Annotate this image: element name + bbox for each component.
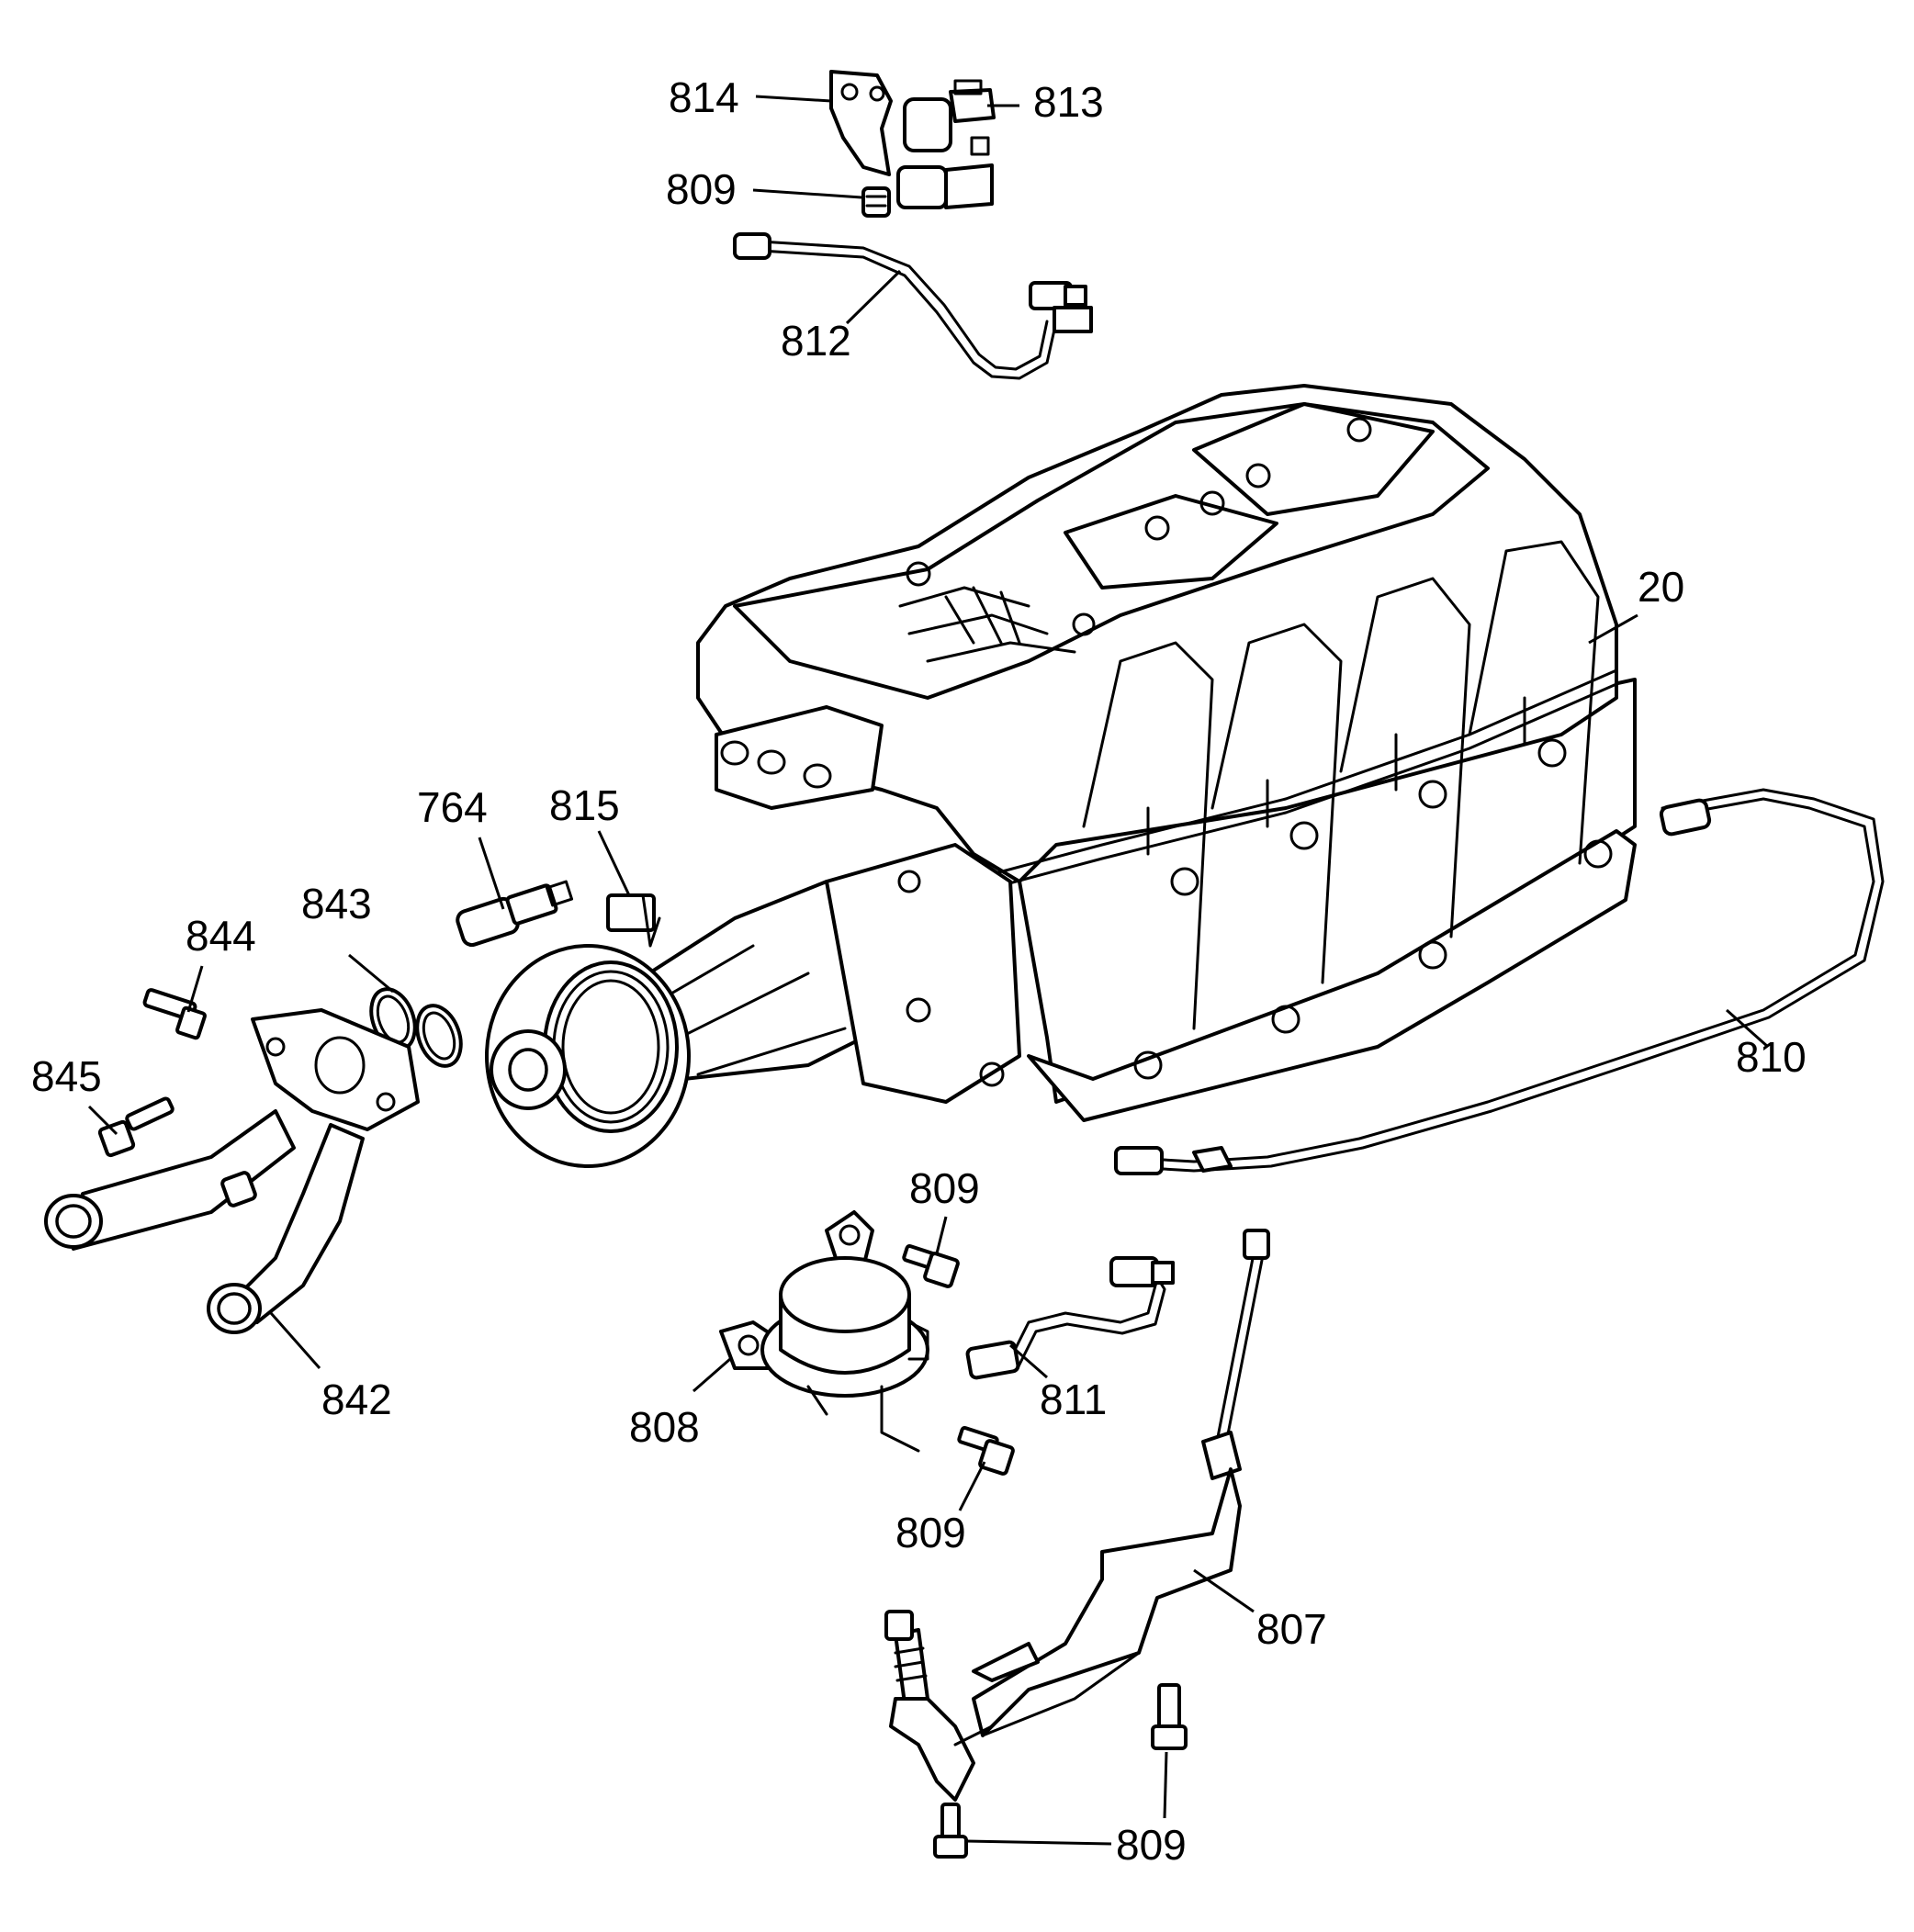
solenoid-bracket-814 (829, 70, 893, 176)
callout-809-lower: 809 (895, 1509, 966, 1556)
bolt-809-mid (902, 1243, 960, 1288)
bolt-845 (97, 1096, 175, 1158)
bolt-809-vertical (1151, 1683, 1188, 1750)
bolt-844 (142, 988, 207, 1040)
callout-809-bottom: 809 (1116, 1821, 1187, 1869)
callout-814: 814 (669, 73, 739, 121)
sensor-764 (456, 880, 574, 948)
vacuum-hose-812 (733, 232, 1093, 380)
callout-808: 808 (629, 1403, 700, 1451)
callout-807: 807 (1256, 1605, 1327, 1653)
callout-20: 20 (1638, 563, 1684, 611)
actuator-808 (719, 1210, 929, 1453)
callout-810: 810 (1736, 1033, 1807, 1081)
vacuum-hose-810 (1114, 788, 1885, 1175)
supercharger-assembly (604, 384, 1637, 1122)
callout-842: 842 (321, 1376, 392, 1423)
supercharger-pulley (485, 944, 691, 1168)
bolt-809-top (861, 186, 891, 218)
leader-lines (87, 95, 1769, 1846)
bolt-809-lower (957, 1425, 1015, 1476)
actuator-rod-bracket-807 (884, 1229, 1270, 1802)
callout-813: 813 (1033, 78, 1104, 126)
coolant-pipe-842 (44, 1008, 420, 1334)
callout-815: 815 (549, 781, 620, 829)
callout-812: 812 (781, 317, 851, 365)
callout-843: 843 (301, 880, 372, 927)
bolt-809-bottom (933, 1803, 968, 1859)
solenoid-valve (896, 79, 996, 209)
callout-809-mid: 809 (909, 1164, 980, 1212)
callout-809-top: 809 (666, 165, 737, 213)
callout-844: 844 (186, 912, 256, 960)
callout-labels: 814 813 809 812 20 764 815 843 844 845 8… (31, 73, 1807, 1869)
callout-811: 811 (1040, 1376, 1107, 1423)
callout-845: 845 (31, 1052, 102, 1100)
callout-764: 764 (417, 783, 488, 831)
vacuum-hose-811 (965, 1256, 1175, 1380)
clip-815 (606, 893, 661, 948)
